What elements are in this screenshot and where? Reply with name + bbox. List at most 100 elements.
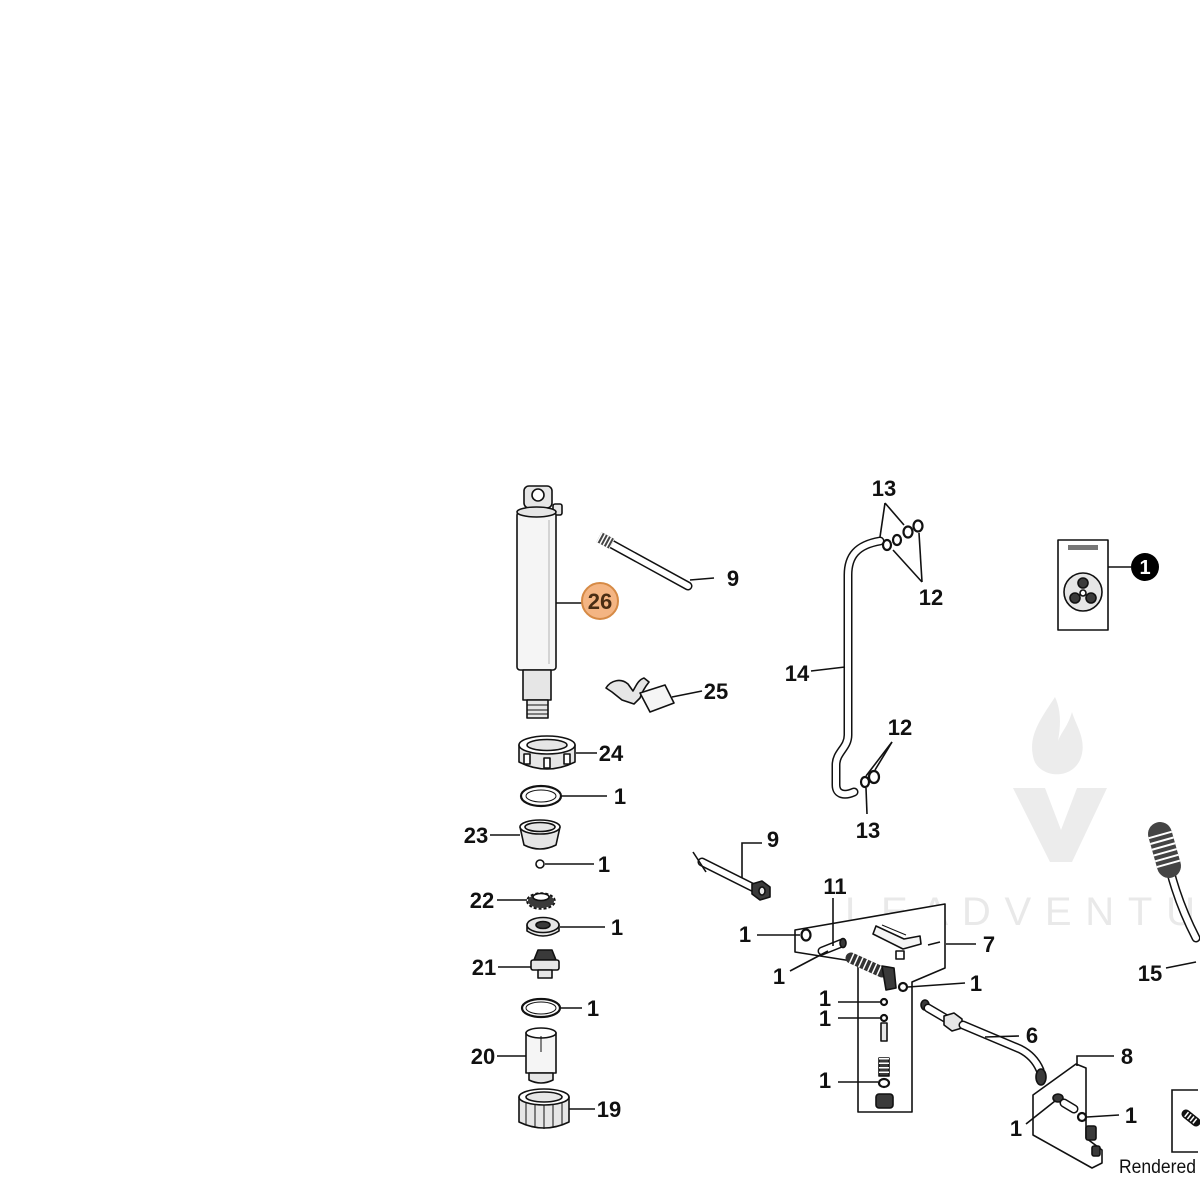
seal-ring xyxy=(902,525,914,539)
cylinder-body xyxy=(516,511,557,671)
rod-break-mark xyxy=(692,851,707,873)
valve-assembly-parts xyxy=(800,924,941,1109)
seal-ring xyxy=(859,775,871,789)
small-seal-ring xyxy=(800,928,812,942)
valve-cone xyxy=(533,949,557,961)
callout-6[interactable]: 6 xyxy=(1026,1023,1038,1048)
gear-teeth xyxy=(526,892,556,910)
callout-8[interactable]: 8 xyxy=(1121,1044,1133,1069)
callout-12-upper[interactable]: 12 xyxy=(919,585,943,610)
hose-part xyxy=(920,999,1047,1086)
callout-14[interactable]: 14 xyxy=(785,661,810,686)
leader-line xyxy=(984,1035,1020,1038)
yoke-hole xyxy=(531,488,545,502)
leader-line xyxy=(789,950,829,972)
rod-thread-marks xyxy=(596,532,615,549)
nut-notch xyxy=(523,753,531,765)
callout-13-lower[interactable]: 13 xyxy=(856,818,880,843)
callout-22[interactable]: 22 xyxy=(470,888,494,913)
kit-hang-tab xyxy=(1068,545,1098,550)
callout-12-lower[interactable]: 12 xyxy=(888,715,912,740)
callout-25[interactable]: 25 xyxy=(704,679,728,704)
manifold-parts xyxy=(1052,1093,1101,1157)
valve-assembly-frame xyxy=(794,903,946,1113)
bracket-clip xyxy=(605,677,650,705)
nut-part xyxy=(518,735,576,770)
tube-fill xyxy=(833,538,883,798)
badge-label[interactable]: 1 xyxy=(1139,557,1150,579)
callout-9-upper[interactable]: 9 xyxy=(727,566,739,591)
o-ring-inner xyxy=(525,789,557,803)
flame-v-logo-icon xyxy=(1032,697,1083,775)
manifold-plug xyxy=(1085,1125,1097,1141)
pin-end xyxy=(839,937,847,949)
callout-1-grip-right[interactable]: 1 xyxy=(970,971,982,996)
callout-15[interactable]: 15 xyxy=(1138,961,1162,986)
callout-9-lower[interactable]: 9 xyxy=(767,827,779,852)
cylinder-thread xyxy=(526,699,549,719)
callout-1-stem-a[interactable]: 1 xyxy=(819,986,831,1011)
callout-1-stem-b[interactable]: 1 xyxy=(819,1006,831,1031)
callout-1-manifold-right[interactable]: 1 xyxy=(1125,1103,1137,1128)
leader-line xyxy=(741,842,762,878)
callout-11[interactable]: 11 xyxy=(823,874,846,899)
callout-1-manifold-left[interactable]: 1 xyxy=(1010,1116,1022,1141)
callout-13-upper[interactable]: 13 xyxy=(872,476,896,501)
o-ring-inner xyxy=(525,1001,557,1015)
callout-21[interactable]: 21 xyxy=(472,955,496,980)
callout-23[interactable]: 23 xyxy=(464,823,488,848)
callout-7[interactable]: 7 xyxy=(983,932,995,957)
bracket-part xyxy=(605,677,675,713)
callout-19[interactable]: 19 xyxy=(597,1097,621,1122)
callout-1-washer[interactable]: 1 xyxy=(611,915,623,940)
cylinder-cap xyxy=(516,506,557,518)
callout-1-o-ring[interactable]: 1 xyxy=(614,784,626,809)
callout-1-below-pin[interactable]: 1 xyxy=(773,964,785,989)
callout-highlight-circle[interactable] xyxy=(581,582,619,620)
manifold-pin-fill xyxy=(1061,1100,1077,1112)
badge-circle[interactable] xyxy=(1131,553,1159,581)
callout-26-label[interactable]: 26 xyxy=(588,589,612,614)
seal-ring xyxy=(912,519,924,533)
callout-24[interactable]: 24 xyxy=(599,741,624,766)
callout-1-stem-c[interactable]: 1 xyxy=(819,1068,831,1093)
leader-line xyxy=(1025,1100,1056,1125)
leader-line xyxy=(865,787,868,815)
kit-seal-small xyxy=(1079,589,1087,597)
o-ring-part-lower xyxy=(520,997,562,1019)
seal-ring xyxy=(867,769,881,785)
cup-inside xyxy=(524,821,556,833)
detail-box-outline xyxy=(1171,1089,1198,1153)
kit-callout-badge[interactable]: 1 xyxy=(1131,553,1159,581)
leader-line xyxy=(1076,1055,1114,1066)
leader-line xyxy=(884,502,905,526)
callout-1-frame-left[interactable]: 1 xyxy=(739,922,751,947)
callout-26-highlighted[interactable]: 26 xyxy=(556,582,619,620)
callout-1-o-ring-lower[interactable]: 1 xyxy=(587,996,599,1021)
gear-part xyxy=(526,892,556,910)
rod-fill xyxy=(699,859,757,891)
partial-detail-box xyxy=(1171,1089,1200,1153)
leader-line xyxy=(892,549,923,583)
cup-part xyxy=(519,819,561,850)
callout-20[interactable]: 20 xyxy=(471,1044,495,1069)
manifold-assembly-frame xyxy=(1032,1063,1103,1169)
cap-nut-bore xyxy=(525,1091,563,1103)
small-bar xyxy=(927,941,941,946)
o-ring-part xyxy=(519,784,563,808)
small-seal-ring xyxy=(879,997,889,1007)
bracket-plate xyxy=(639,684,675,713)
small-fitting xyxy=(895,950,905,960)
washer-part xyxy=(526,916,560,937)
callout-1-ball[interactable]: 1 xyxy=(598,852,610,877)
rod-end-bore xyxy=(758,886,766,896)
valve-body xyxy=(881,965,897,991)
kit-seal xyxy=(1077,577,1089,589)
small-seal-ring xyxy=(879,1013,889,1023)
pin-fill xyxy=(819,940,845,954)
seal-rings-lower xyxy=(859,769,881,789)
rod-part-upper xyxy=(596,532,693,591)
washer-hole xyxy=(535,920,551,930)
small-seal-ring xyxy=(897,981,909,993)
hose-stub-fill xyxy=(925,1005,948,1021)
